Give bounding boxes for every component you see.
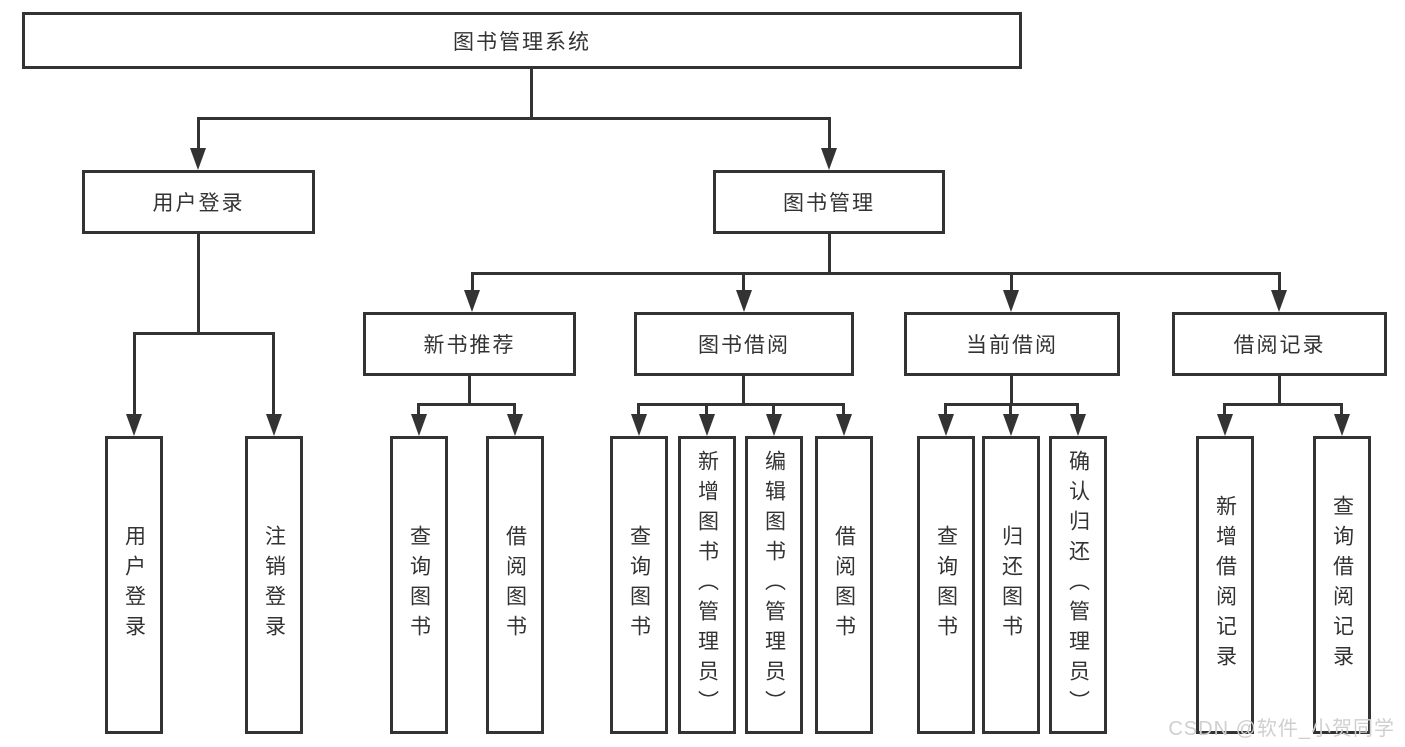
connector-root-branch (197, 117, 831, 120)
connector-stem (197, 234, 200, 335)
leaf-return-books-label: 归还图书 (999, 525, 1023, 645)
leaf-logout-label: 注销登录 (262, 525, 286, 645)
leaf-add-books-admin: 新增图书（管理员） (678, 436, 736, 734)
connector-stem (197, 117, 200, 150)
arrow-down-icon (836, 414, 852, 436)
arrow-down-icon (736, 290, 752, 312)
node-book-management-label: 图书管理 (783, 192, 875, 215)
leaf-borrow-books: 借阅图书 (815, 436, 873, 734)
connector-stem (742, 376, 745, 406)
leaf-query-books-recommend-label: 查询图书 (407, 525, 431, 645)
leaf-edit-books-admin: 编辑图书（管理员） (745, 436, 803, 734)
arrow-down-icon (1271, 290, 1287, 312)
arrow-down-icon (1334, 414, 1350, 436)
connector-stem (944, 403, 947, 416)
leaf-logout: 注销登录 (245, 436, 303, 734)
node-current-borrow: 当前借阅 (904, 312, 1120, 376)
connector-stem (1010, 272, 1013, 292)
arrow-down-icon (821, 148, 837, 170)
leaf-add-books-admin-label: 新增图书（管理员） (695, 450, 719, 720)
node-borrow-records: 借阅记录 (1172, 312, 1387, 376)
connector-stem (471, 272, 474, 292)
arrow-down-icon (699, 414, 715, 436)
connector-stem (828, 234, 831, 274)
leaf-query-borrow-record: 查询借阅记录 (1313, 436, 1371, 734)
leaf-confirm-return-admin-label: 确认归还（管理员） (1066, 450, 1090, 720)
node-book-borrow-label: 图书借阅 (698, 334, 790, 357)
node-user-login-label: 用户登录 (152, 192, 245, 215)
leaf-query-books-borrow-label: 查询图书 (627, 525, 651, 645)
arrow-down-icon (1070, 414, 1086, 436)
leaf-add-borrow-record: 新增借阅记录 (1196, 436, 1254, 734)
connector-branch (1223, 403, 1343, 406)
arrow-down-icon (507, 414, 523, 436)
connector-stem (468, 376, 471, 406)
leaf-borrow-books-recommend-label: 借阅图书 (503, 525, 527, 645)
arrow-down-icon (126, 414, 142, 436)
connector-stem (1278, 272, 1281, 292)
connector-stem (272, 332, 275, 416)
arrow-down-icon (464, 290, 480, 312)
node-root: 图书管理系统 (22, 12, 1022, 69)
leaf-query-books-current: 查询图书 (917, 436, 975, 734)
leaf-borrow-books-recommend: 借阅图书 (486, 436, 544, 734)
leaf-add-borrow-record-label: 新增借阅记录 (1213, 495, 1237, 675)
leaf-query-books-recommend: 查询图书 (390, 436, 448, 734)
connector-stem (828, 117, 831, 150)
connector-stem (1223, 403, 1226, 416)
arrow-down-icon (1003, 414, 1019, 436)
connector-stem (705, 403, 708, 416)
connector-stem (1009, 403, 1012, 416)
connector-stem (1076, 403, 1079, 416)
connector-stem (417, 403, 420, 416)
connector-stem (133, 332, 136, 416)
node-user-login: 用户登录 (82, 170, 315, 234)
arrow-down-icon (190, 148, 206, 170)
arrow-down-icon (766, 414, 782, 436)
connector-branch (637, 403, 845, 406)
connector-branch (133, 332, 275, 335)
connector-stem (513, 403, 516, 416)
node-root-label: 图书管理系统 (453, 30, 591, 54)
connector-stem (1010, 376, 1013, 406)
arrow-down-icon (1003, 290, 1019, 312)
arrow-down-icon (938, 414, 954, 436)
connector-stem (772, 403, 775, 416)
connector-stem (842, 403, 845, 416)
leaf-return-books: 归还图书 (982, 436, 1040, 734)
arrow-down-icon (631, 414, 647, 436)
leaf-borrow-books-label: 借阅图书 (832, 525, 856, 645)
node-new-book-recommend-label: 新书推荐 (423, 334, 516, 357)
connector-stem (637, 403, 640, 416)
connector-stem (1278, 376, 1281, 406)
node-new-book-recommend: 新书推荐 (363, 312, 576, 376)
connector-root-stem (530, 68, 533, 120)
connector-stem (1340, 403, 1343, 416)
leaf-query-books-current-label: 查询图书 (934, 525, 958, 645)
arrow-down-icon (1217, 414, 1233, 436)
connector-branch (417, 403, 516, 406)
leaf-user-login: 用户登录 (105, 436, 163, 734)
node-borrow-records-label: 借阅记录 (1233, 334, 1326, 357)
node-current-borrow-label: 当前借阅 (966, 334, 1058, 357)
connector-branch (471, 272, 1281, 275)
leaf-query-books-borrow: 查询图书 (610, 436, 668, 734)
leaf-edit-books-admin-label: 编辑图书（管理员） (762, 450, 786, 720)
arrow-down-icon (266, 414, 282, 436)
node-book-borrow: 图书借阅 (634, 312, 854, 376)
node-book-management: 图书管理 (713, 170, 945, 234)
leaf-query-borrow-record-label: 查询借阅记录 (1330, 495, 1354, 675)
leaf-confirm-return-admin: 确认归还（管理员） (1049, 436, 1107, 734)
arrow-down-icon (411, 414, 427, 436)
connector-stem (742, 272, 745, 292)
leaf-user-login-label: 用户登录 (122, 525, 146, 645)
csdn-watermark: CSDN @软件_小贺同学 (1168, 718, 1395, 740)
